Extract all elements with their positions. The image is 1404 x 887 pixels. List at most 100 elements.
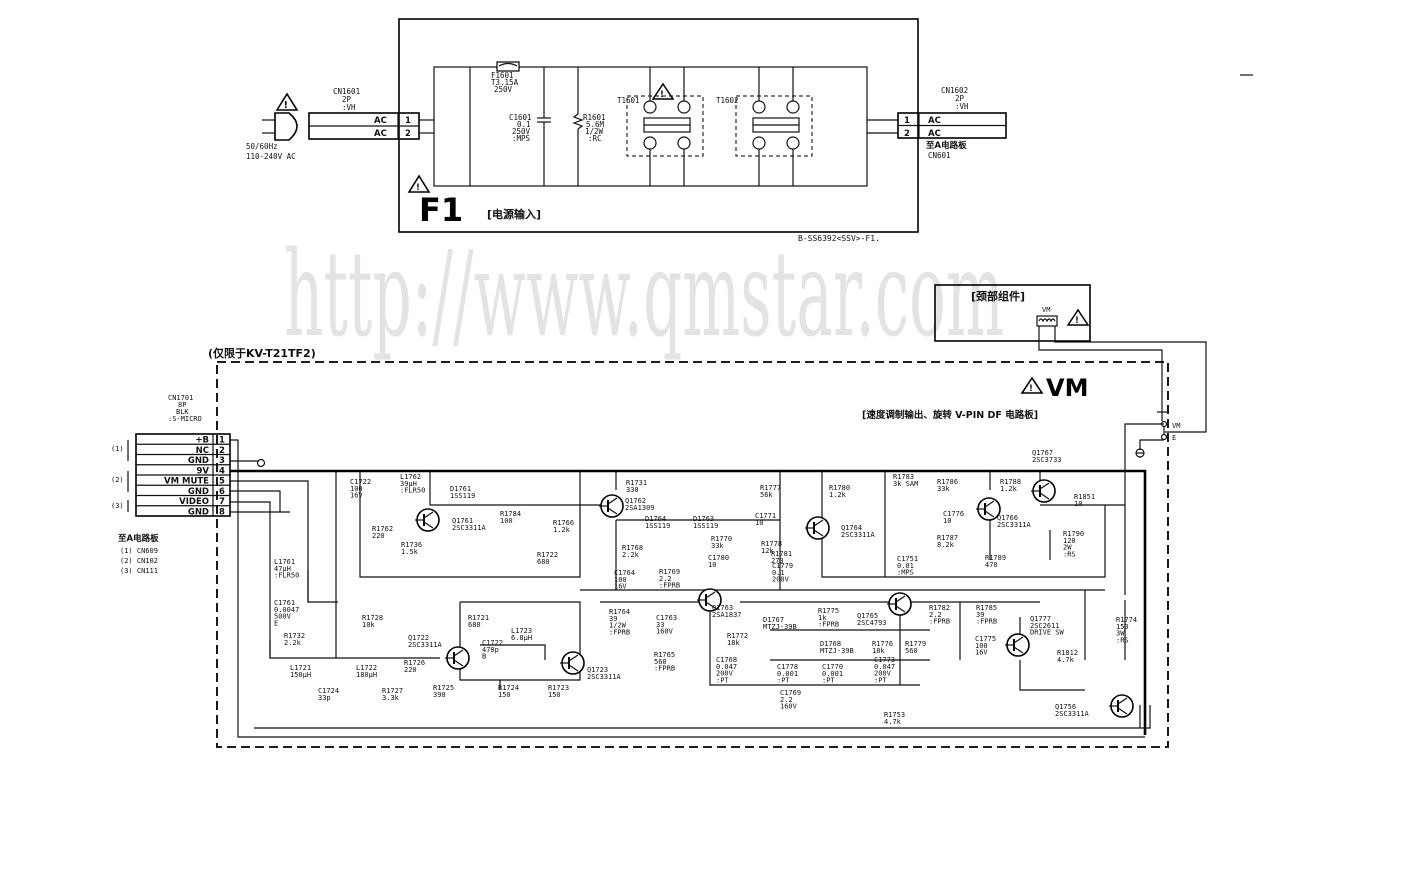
component-label-line: Q1722 [408, 634, 429, 642]
component-label-line: B [482, 653, 486, 661]
vm-wiring [230, 439, 1151, 738]
cn1701-row-label: 9V [197, 466, 210, 476]
transistor-symbol [1031, 479, 1056, 503]
cn1701-row-pin: 2 [219, 446, 225, 456]
cn1701-dest-title: 至A电路板 [118, 533, 159, 544]
warning-icon: ! [1020, 376, 1044, 394]
transistor-symbol [445, 646, 470, 670]
component-label-line: C1761 [274, 599, 295, 607]
transformer-t1601: T1601 ! [617, 67, 704, 186]
component-label-line: 1SS119 [693, 522, 718, 530]
transformer-t1602: T1602 [716, 67, 813, 186]
cn1701-dest-3: (3) CN111 [120, 567, 158, 575]
component-label-line: L1762 [400, 473, 421, 481]
component-label-line: 1SS119 [645, 522, 670, 530]
cn1701-row-label: NC [196, 446, 209, 456]
component-label-line: 160V [656, 628, 674, 636]
cn1602-type: :VH [955, 102, 969, 111]
component-label-line: Q1762 [625, 497, 646, 505]
svg-text:1/2W: 1/2W [585, 127, 604, 136]
component-label-line: R1851 [1074, 493, 1095, 501]
svg-text:5.6M: 5.6M [586, 120, 605, 129]
component-label-line: R1782 [929, 604, 950, 612]
vm-coil [1036, 315, 1058, 327]
component-label-line: 2.2k [622, 551, 640, 559]
component-label-line: R1790 [1063, 530, 1084, 538]
watermark: http://www.qmstar.com [284, 225, 1004, 363]
component-label-line: R1779 [905, 640, 926, 648]
component-label-line: :RS [1063, 550, 1076, 558]
component-label-line: MTZJ-39B [763, 623, 797, 631]
component-label-line: R1736 [401, 541, 422, 549]
component-label-line: DRIVE SW [1030, 629, 1065, 637]
component-label-line: 2.2 [659, 575, 672, 583]
svg-text:1: 1 [904, 116, 910, 126]
component-label-line: 1.2k [553, 526, 571, 534]
svg-text:!: ! [416, 183, 420, 193]
cn1701-row-label: +B [195, 436, 209, 446]
component-label-line: R1731 [626, 479, 647, 487]
component-label-line: :FPRB [929, 618, 950, 626]
component-label-line: 3k SAM [893, 480, 918, 488]
component-label-line: 2SA1837 [712, 611, 742, 619]
component-label-line: 39 [609, 615, 617, 623]
cn1701-row-pin: 3 [219, 456, 225, 466]
component-label-line: R1722 [537, 551, 558, 559]
component-label-line: 2.2 [929, 611, 942, 619]
neck-assembly-outline [934, 284, 1091, 342]
component-label-line: 10 [943, 517, 951, 525]
component-label-line: R1768 [622, 544, 643, 552]
cn1701-row-label: VIDEO [179, 497, 209, 507]
svg-text:AC: AC [374, 129, 387, 139]
svg-text:AC: AC [374, 116, 387, 126]
svg-text:AC: AC [928, 116, 941, 126]
component-label-line: 16V [614, 583, 627, 591]
component-label-line: Q1765 [857, 612, 878, 620]
component-label-line: Q1777 [1030, 615, 1051, 623]
component-label-line: 2SC3311A [997, 521, 1032, 529]
component-label-line: 10 [755, 519, 763, 527]
component-label-line: R1784 [500, 510, 521, 518]
fuse-f1601: F1601 T3.15A 250V [469, 61, 520, 186]
f1-title: F1 [419, 191, 463, 229]
component-label-line: R1765 [654, 651, 675, 659]
component-label-line: 33 [656, 621, 664, 629]
component-label-line: 2W [1063, 544, 1072, 552]
transistor-symbol [1005, 633, 1030, 657]
cn1701-color: BLK [176, 408, 189, 416]
svg-text:T1602: T1602 [716, 96, 739, 105]
component-label-line: C1773 [874, 656, 895, 664]
component-label-line: R1769 [659, 568, 680, 576]
component-label-line: R1770 [711, 535, 732, 543]
cn1602-pins: 2P [955, 94, 965, 103]
component-label-line: Q1763 [712, 604, 733, 612]
svg-text:!: ! [284, 100, 289, 111]
component-label-line: R1777 [760, 484, 781, 492]
component-label-line: C1751 [897, 555, 918, 563]
warning-icon: ! [407, 174, 431, 193]
vm-board: (仅限于KV-T21TF2) ! VM [速度调制输出、旋转 V-PIN DF … [208, 346, 1180, 748]
svg-text:250V: 250V [512, 127, 531, 136]
component-label-line: R1727 [382, 687, 403, 695]
svg-text:T3.15A: T3.15A [491, 78, 519, 87]
component-label-line: C1722 [350, 478, 371, 486]
cn1701-name: CN1701 [168, 394, 193, 402]
